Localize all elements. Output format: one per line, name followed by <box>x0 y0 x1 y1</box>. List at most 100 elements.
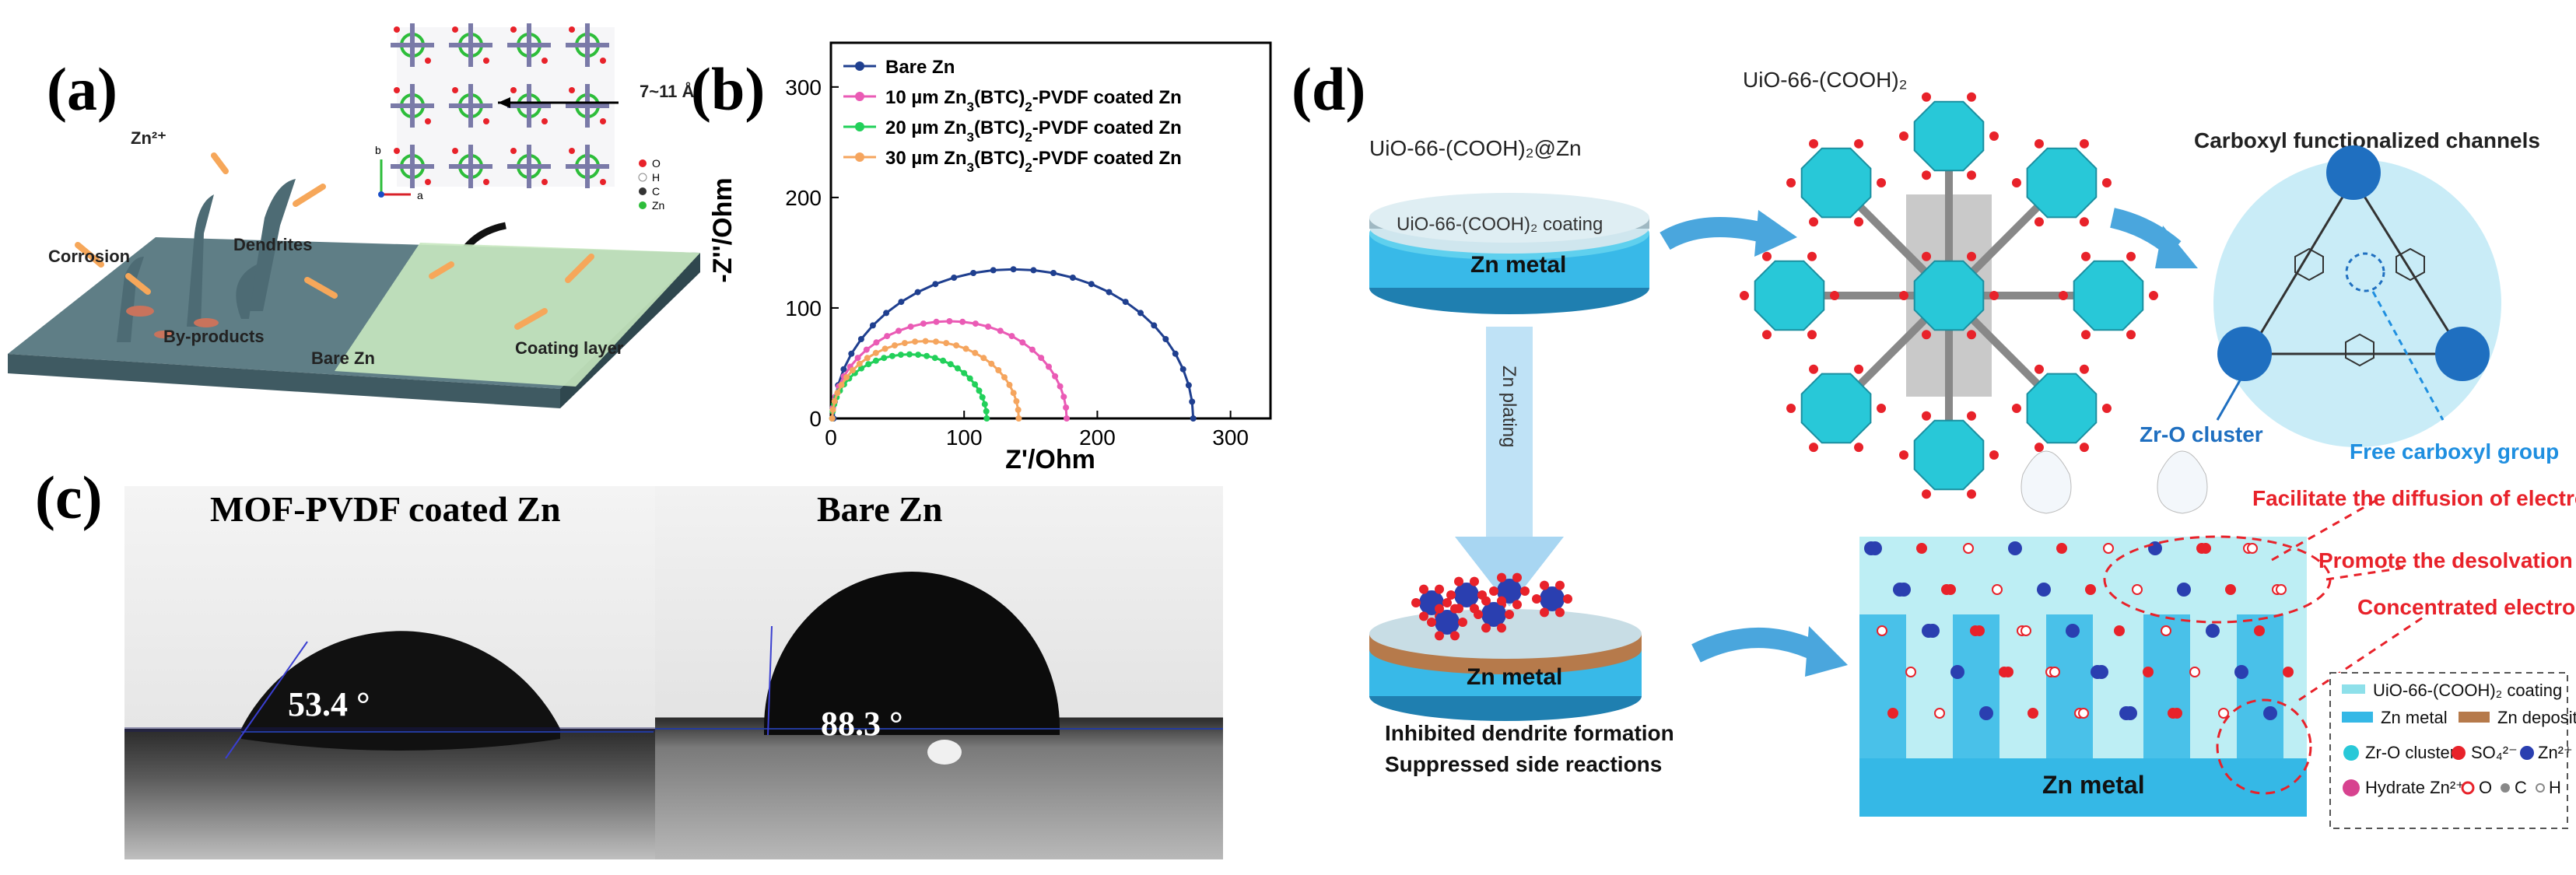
mof-crystal-structure <box>391 23 619 188</box>
zn-plating-label: Zn plating <box>1498 366 1519 447</box>
data-point <box>1106 289 1113 296</box>
water-droplet <box>764 572 1060 735</box>
panel-a-illustration: b a O H C Zn <box>8 23 700 408</box>
x-tick-label: 0 <box>825 425 837 450</box>
data-point <box>933 338 939 345</box>
series-line <box>831 340 1020 419</box>
x-tick-label: 300 <box>1212 425 1249 450</box>
data-point <box>914 289 921 296</box>
data-point <box>888 352 895 359</box>
dendrites-label: Dendrites <box>233 235 312 254</box>
series-line <box>831 353 988 419</box>
legend-h-atom: H <box>2549 778 2561 797</box>
pore-size-label: 7~11 Å <box>640 81 694 101</box>
data-point <box>1006 381 1013 388</box>
series-0 <box>830 266 1197 422</box>
data-point <box>829 406 836 413</box>
data-point <box>912 338 919 345</box>
photo-title-bare: Bare Zn <box>817 489 943 529</box>
chart-y-label: -Z''/Ohm <box>708 177 738 282</box>
data-point <box>995 367 1002 373</box>
legend-h: H <box>652 171 660 184</box>
corrosion-label: Corrosion <box>48 247 130 266</box>
promote-text: Promote the desolvation of hydrate Zn²⁺ <box>2318 548 2576 572</box>
data-point <box>892 342 898 349</box>
coating-label: UiO-66-(COOH)₂ coating <box>1397 214 1603 235</box>
legend-entry: 20 µm Zn3(BTC)2-PVDF coated Zn <box>885 117 1182 145</box>
data-point <box>990 267 997 274</box>
data-point <box>884 333 891 340</box>
y-tick-label: 200 <box>785 186 822 210</box>
data-point <box>1046 363 1052 370</box>
zro-cluster-node <box>1913 260 1985 331</box>
data-point <box>983 408 990 415</box>
data-point <box>976 387 983 394</box>
panel-c-label: (c) <box>35 464 103 531</box>
data-point <box>1010 266 1017 273</box>
zn-metal-label-3: Zn metal <box>2042 771 2145 799</box>
data-point <box>915 352 922 359</box>
data-point <box>1122 299 1129 306</box>
data-point <box>1190 415 1197 422</box>
data-point <box>980 355 987 362</box>
data-point <box>895 327 902 334</box>
data-point <box>848 350 855 357</box>
data-point <box>1088 281 1095 288</box>
y-tick-label: 300 <box>785 75 822 100</box>
data-point <box>1008 333 1015 340</box>
zro-cluster-label: Zr-O cluster <box>2140 422 2263 446</box>
data-point <box>1185 382 1192 389</box>
byproducts-label: By-products <box>163 327 265 346</box>
data-point <box>1063 404 1070 411</box>
legend-zn-metal: Zn metal <box>2381 708 2448 727</box>
chart-x-label: Z'/Ohm <box>1005 445 1095 474</box>
data-point <box>943 340 950 347</box>
legend-zn2: Zn²⁺ <box>2538 743 2573 762</box>
zro-cluster-node <box>1800 373 1872 444</box>
photo-title-coated: MOF-PVDF coated Zn <box>210 489 561 529</box>
data-point <box>872 349 879 356</box>
zn-plating-arrow <box>1486 327 1533 537</box>
panel-d-schematic: UiO-66-(COOH)₂ coating Zn metal UiO-66-(… <box>1369 68 2576 829</box>
contact-angle-line <box>225 641 308 759</box>
data-point <box>997 327 1004 334</box>
data-point <box>1064 415 1070 422</box>
zn-metal-label-1: Zn metal <box>1470 252 1566 278</box>
legend-entry: Bare Zn <box>885 57 955 78</box>
uio-mof-structure <box>1740 92 2158 499</box>
data-point <box>1060 394 1067 401</box>
zn-ion-label: Zn²⁺ <box>131 128 166 148</box>
data-point <box>881 345 888 352</box>
legend-entry: 30 µm Zn3(BTC)2-PVDF coated Zn <box>885 148 1182 175</box>
data-point <box>840 366 847 373</box>
dendrites <box>117 179 296 342</box>
data-point <box>1189 398 1196 405</box>
data-point <box>901 340 908 347</box>
data-point <box>1151 322 1158 329</box>
data-point <box>829 415 836 422</box>
data-point <box>1001 374 1008 381</box>
legend-hydrate: Hydrate Zn²⁺ <box>2365 778 2465 797</box>
zro-cluster-node <box>2026 373 2098 444</box>
data-point <box>1013 397 1020 404</box>
data-point <box>834 390 841 397</box>
legend-marker <box>855 92 864 101</box>
suppressed-text: Suppressed side reactions <box>1385 752 1662 776</box>
data-point <box>881 355 888 362</box>
contact-angle-photo-bare <box>655 486 1223 859</box>
zro-cluster-node <box>1913 100 1985 172</box>
inhibited-text: Inhibited dendrite formation <box>1385 721 1674 745</box>
data-point <box>843 374 850 381</box>
data-point <box>966 375 973 382</box>
axis-b-label: b <box>375 144 381 156</box>
data-point <box>1029 346 1036 353</box>
data-point <box>983 415 990 422</box>
coated-zn-disk <box>1369 193 1649 314</box>
legend-zro: Zr-O cluster <box>2365 743 2455 762</box>
data-point <box>951 275 958 281</box>
x-tick-label: 100 <box>946 425 983 450</box>
data-point <box>1137 310 1144 317</box>
data-point <box>856 360 863 367</box>
legend-coating: UiO-66-(COOH)₂ coating <box>2373 681 2562 700</box>
data-point <box>1057 383 1064 390</box>
